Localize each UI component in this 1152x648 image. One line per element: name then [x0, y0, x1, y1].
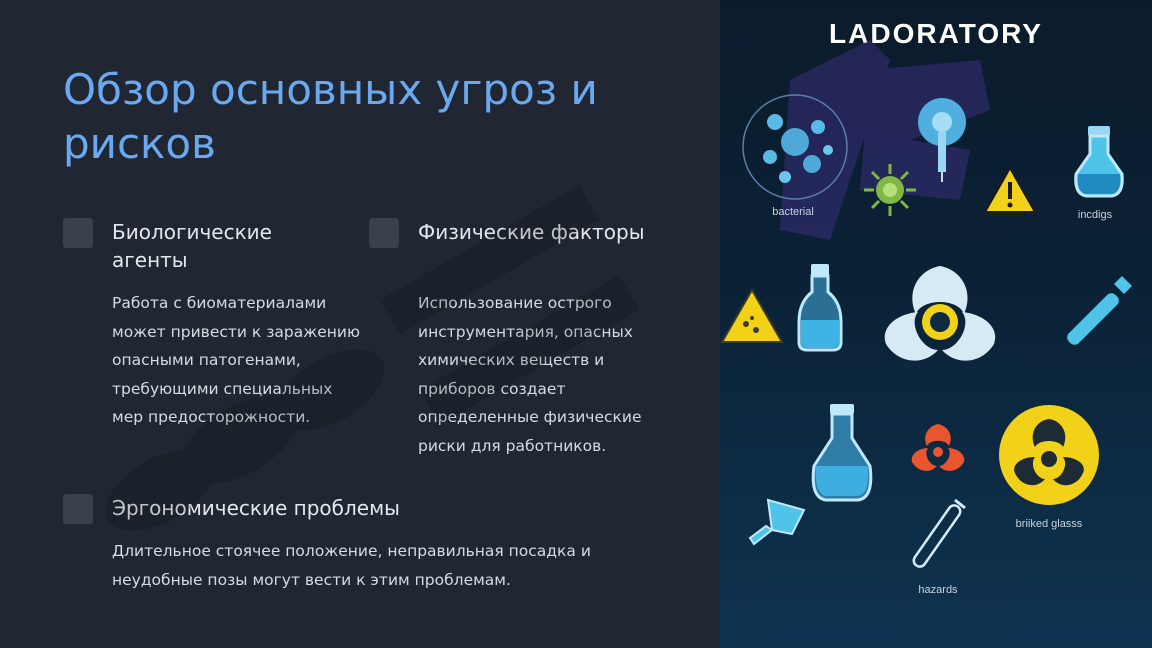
biohazard-icon: [884, 266, 996, 361]
content-panel: Обзор основных угроз и рисков Биологичес…: [63, 65, 645, 589]
syringe-icon: [918, 98, 966, 182]
section-heading-phys: Физические факторы: [418, 220, 645, 244]
flask-icon: [1074, 126, 1124, 198]
section-heading-bio: Биологические агенты: [112, 220, 272, 272]
section-bullet: [63, 494, 93, 524]
section-body-ergo: Длительное стоячее положение, неправильн…: [112, 542, 591, 589]
section-bullet: [369, 218, 399, 248]
test-tube-icon: [912, 498, 966, 568]
flask-icon: [797, 264, 843, 352]
section-bullet: [63, 218, 93, 248]
broken-glass-icon: [748, 498, 806, 546]
label-broken-glass: briiked glasss: [1015, 518, 1083, 530]
warning-triangle-icon: [720, 287, 784, 343]
lab-illustration: LADORATORY bacterial: [720, 0, 1152, 648]
virus-icon: [864, 164, 916, 216]
biohazard-icon: [911, 424, 965, 471]
slide-title: Обзор основных угроз и рисков: [63, 65, 598, 168]
section-heading-ergo: Эргономические проблемы: [112, 496, 400, 520]
flask-icon: [811, 404, 873, 502]
section-body-phys: Использование острого инструментария, оп…: [418, 294, 642, 455]
label-hazards: hazards: [918, 584, 958, 596]
bacteria-cluster-icon: [742, 94, 848, 200]
biohazard-icon: [999, 405, 1099, 505]
warning-triangle-icon: [983, 165, 1037, 213]
section-body-bio: Работа с биоматериалами может привести к…: [112, 294, 361, 426]
pipette-icon: [1067, 276, 1132, 345]
label-bacterial: bacterial: [772, 206, 814, 218]
label-incdigs: incdigs: [1077, 209, 1113, 221]
